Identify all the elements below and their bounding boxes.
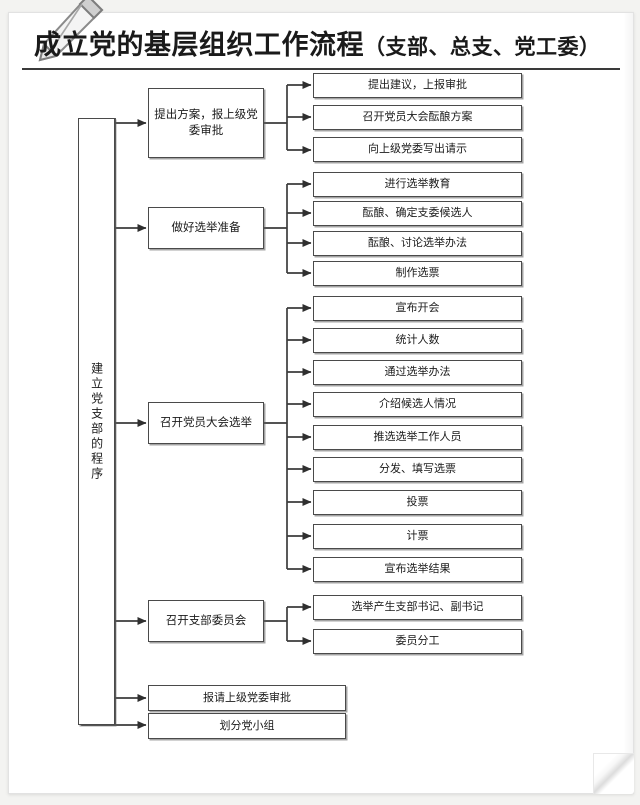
page-curl-corner [593, 753, 634, 794]
node-branch-4[interactable]: 召开支部委员会 [148, 600, 264, 642]
node-b1-child-3[interactable]: 向上级党委写出请示 [313, 137, 522, 162]
node-b4-child-2[interactable]: 委员分工 [313, 629, 522, 654]
node-b3-child-4[interactable]: 介绍候选人情况 [313, 392, 522, 417]
node-branch-5[interactable]: 报请上级党委审批 [148, 685, 346, 711]
node-b4-child-1[interactable]: 选举产生支部书记、副书记 [313, 595, 522, 620]
page-title-paren: （支部、总支、党工委） [364, 34, 601, 59]
node-b2-child-4[interactable]: 制作选票 [313, 261, 522, 286]
node-branch-3[interactable]: 召开党员大会选举 [148, 402, 264, 444]
node-b1-child-2[interactable]: 召开党员大会酝酿方案 [313, 105, 522, 130]
node-branch-6[interactable]: 划分党小组 [148, 713, 346, 739]
node-b2-child-1[interactable]: 进行选举教育 [313, 172, 522, 197]
node-branch-2[interactable]: 做好选举准备 [148, 207, 264, 249]
node-b3-child-7[interactable]: 投票 [313, 490, 522, 515]
node-b2-child-3[interactable]: 酝酿、讨论选举办法 [313, 231, 522, 256]
pencil-icon [38, 0, 104, 62]
title-underline [22, 68, 620, 70]
node-b1-child-1[interactable]: 提出建议，上报审批 [313, 73, 522, 98]
page-title: 成立党的基层组织工作流程（支部、总支、党工委） [34, 28, 604, 64]
node-branch-1[interactable]: 提出方案，报上级党委审批 [148, 88, 264, 158]
node-b3-child-8[interactable]: 计票 [313, 524, 522, 549]
node-root[interactable]: 建立党支部的程序 [78, 118, 115, 725]
node-b3-child-6[interactable]: 分发、填写选票 [313, 457, 522, 482]
node-b2-child-2[interactable]: 酝酿、确定支委候选人 [313, 201, 522, 226]
node-b3-child-5[interactable]: 推选选举工作人员 [313, 425, 522, 450]
node-b3-child-9[interactable]: 宣布选举结果 [313, 557, 522, 582]
page-title-main: 成立党的基层组织工作流程 [34, 30, 364, 61]
node-b3-child-1[interactable]: 宣布开会 [313, 296, 522, 321]
node-b3-child-3[interactable]: 通过选举办法 [313, 360, 522, 385]
node-b3-child-2[interactable]: 统计人数 [313, 328, 522, 353]
